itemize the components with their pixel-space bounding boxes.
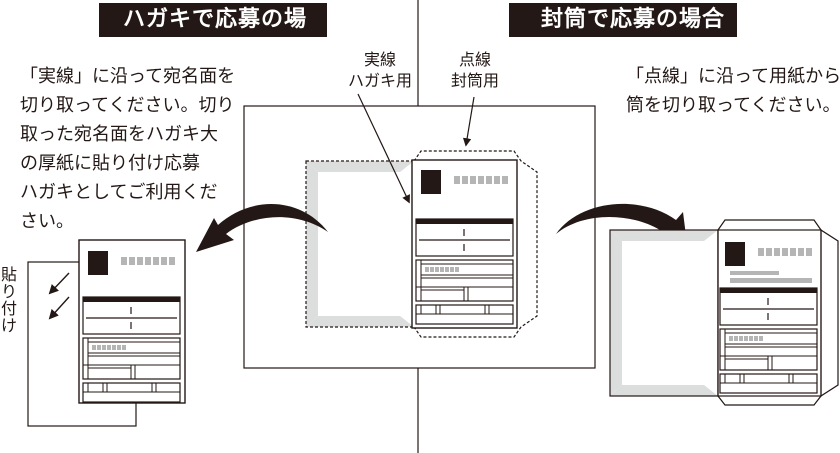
center-address-card (411, 159, 518, 329)
envelope-section-title: 封筒で応募の場合 (509, 3, 737, 37)
solid-line-callout: 実線 ハガキ用 (347, 50, 412, 90)
envelope-back-panel (305, 160, 415, 328)
assembled-envelope (609, 219, 839, 406)
postcard-address-card (78, 239, 186, 404)
envelope-address-card (717, 229, 822, 397)
dotted-line-callout: 点線 封筒用 (450, 50, 499, 90)
postcard-section-title: ハガキで応募の場合 (99, 3, 327, 66)
arrow-to-postcard-icon (196, 204, 328, 252)
postcard-instructions: 「実線」に沿って宛名面を 切り取ってください。切り 取った宛名面をハガキ大 の厚… (20, 66, 236, 232)
paste-label: 貼り付け (0, 265, 17, 335)
paste-arrows-icon (48, 272, 70, 320)
solid-line-pointer (357, 93, 410, 204)
envelope-instructions: 「点線」に沿って用紙から封 筒を切り取ってください。 (626, 66, 840, 116)
dotted-cut-line (413, 150, 538, 338)
arrow-to-envelope-icon (556, 203, 688, 252)
dotted-line-pointer (462, 96, 475, 147)
